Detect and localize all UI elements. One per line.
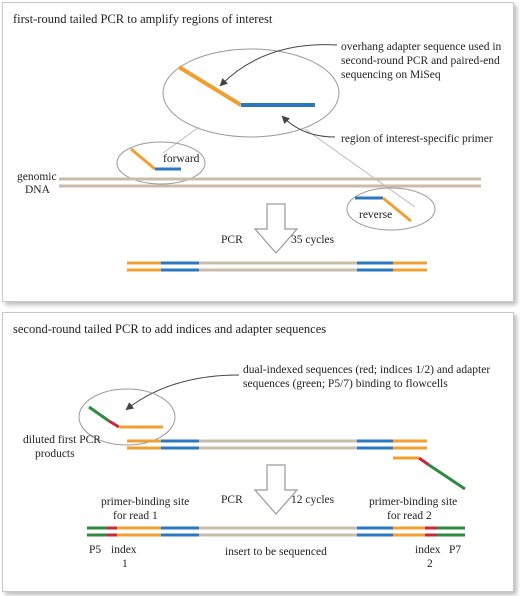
forward-primer-ellipse [116, 141, 206, 185]
index1-label-line2: 1 [122, 558, 128, 570]
panel-a-title: first-round tailed PCR to amplify region… [13, 12, 273, 26]
pcr-down-arrow-b [253, 464, 299, 515]
p5-label: P5 [89, 544, 101, 556]
callout-arrow-primer [281, 115, 336, 138]
diluted-pcr-product [127, 439, 427, 450]
index1-segment [108, 419, 120, 429]
p7-label: P7 [449, 544, 461, 556]
reverse-primer-ellipse [346, 187, 436, 231]
panel-second-round-pcr: second-round tailed PCR to add indices a… [2, 312, 514, 592]
reverse-overhang [382, 196, 412, 223]
cycles-label: 35 cycles [291, 234, 335, 246]
pbs1-line1: primer-binding site [101, 496, 189, 508]
callout-arrow [125, 374, 240, 411]
overhang-adapter-segment [177, 65, 243, 107]
index2-label-line2: 2 [427, 558, 433, 570]
callout-overhang-line1: overhang adapter sequence used in [341, 41, 502, 53]
panel-first-round-pcr: first-round tailed PCR to amplify region… [2, 2, 514, 302]
final-library-product [87, 526, 465, 537]
index-primer-ellipse [78, 388, 176, 446]
callout-overhang-line3: sequencing on MiSeq [341, 69, 441, 81]
cycles-label-b: 12 cycles [291, 494, 335, 506]
zoom-ellipse-primer [162, 48, 340, 138]
reverse-index-primer [393, 456, 466, 491]
p5-adapter-segment [88, 405, 110, 423]
callout-primer-label: region of interest-specific primer [341, 133, 493, 145]
reverse-label: reverse [359, 209, 392, 221]
genomic-label-line2: DNA [25, 184, 51, 196]
first-pcr-product [127, 261, 427, 272]
genomic-label-line1: genomic [17, 171, 57, 183]
panel-a-diagram: overhang adapter sequence used in second… [17, 41, 502, 272]
pcr-down-arrow [253, 203, 299, 254]
index2-label-line1: index [415, 544, 441, 556]
insert-label: insert to be sequenced [225, 546, 327, 558]
panel-b-title: second-round tailed PCR to add indices a… [13, 322, 327, 336]
zoom-connector-left [162, 126, 200, 154]
callout-line1: dual-indexed sequences (red; indices 1/2… [243, 364, 490, 376]
pbs1-line2: for read 1 [113, 510, 158, 522]
callout-arrow-overhang [219, 44, 338, 87]
pbs2-line1: primer-binding site [369, 496, 457, 508]
zoom-connector-right [304, 128, 416, 208]
pcr-label-b: PCR [221, 494, 243, 506]
panel-b-diagram: dual-indexed sequences (red; indices 1/2… [23, 364, 490, 570]
pbs2-line2: for read 2 [387, 510, 432, 522]
diluted-label-line2: products [35, 448, 75, 460]
pcr-label: PCR [221, 234, 243, 246]
callout-overhang-line2: second-round PCR and paired-end [341, 55, 500, 67]
callout-line2: sequences (green; P5/7) binding to flowc… [243, 378, 448, 390]
index1-label-line1: index [111, 544, 137, 556]
forward-overhang [130, 147, 156, 171]
diluted-label-line1: diluted first PCR [23, 434, 101, 446]
forward-label: forward [163, 153, 200, 165]
